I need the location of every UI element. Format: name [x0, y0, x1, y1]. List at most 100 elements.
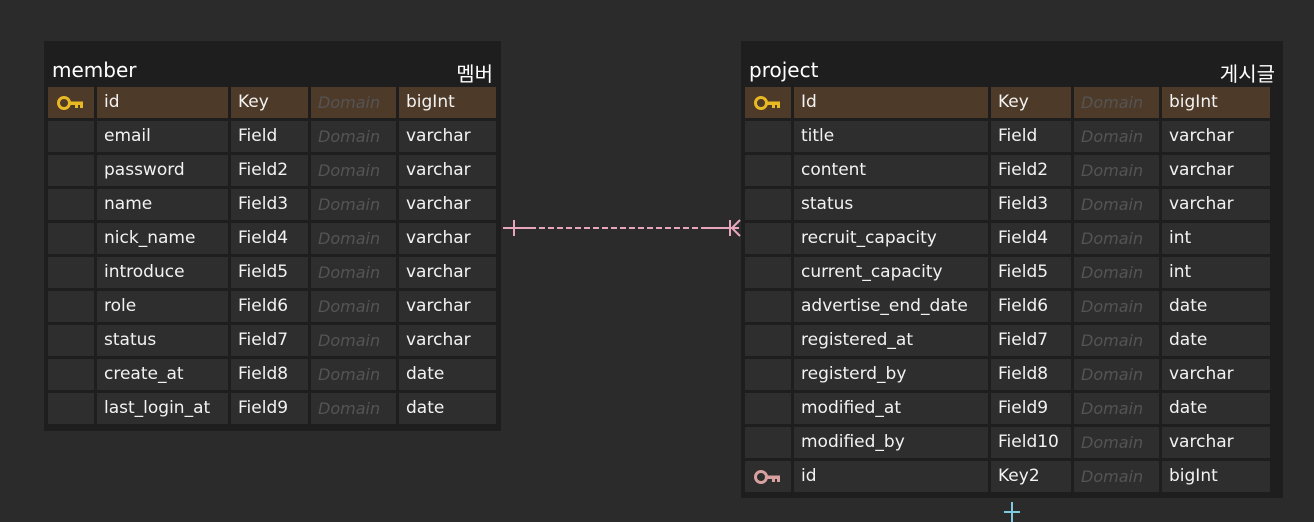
column-name: title — [794, 121, 988, 152]
column-domain: Domain — [311, 189, 396, 220]
entity-title: member — [52, 58, 137, 82]
column-domain: Domain — [311, 121, 396, 152]
key-indicator-cell — [48, 325, 94, 356]
column-domain: Domain — [1074, 393, 1159, 424]
column-key: Key2 — [991, 461, 1071, 492]
key-indicator-cell — [745, 155, 791, 186]
column-domain: Domain — [311, 393, 396, 424]
key-indicator-cell — [48, 291, 94, 322]
column-name: content — [794, 155, 988, 186]
column-domain: Domain — [1074, 291, 1159, 322]
foreign-key-icon — [753, 469, 783, 485]
column-name: advertise_end_date — [794, 291, 988, 322]
column-key: Field — [231, 121, 308, 152]
column-key: Field7 — [231, 325, 308, 356]
key-indicator-cell — [48, 223, 94, 254]
column-key: Field7 — [991, 325, 1071, 356]
column-type: int — [1162, 257, 1270, 288]
column-type: int — [1162, 223, 1270, 254]
key-indicator-cell — [745, 461, 791, 492]
column-name: email — [97, 121, 228, 152]
key-indicator-cell — [745, 393, 791, 424]
column-key: Field9 — [991, 393, 1071, 424]
column-key: Field10 — [991, 427, 1071, 458]
key-indicator-cell — [745, 427, 791, 458]
column-key: Field4 — [231, 223, 308, 254]
column-type: varchar — [1162, 427, 1270, 458]
column-domain: Domain — [311, 257, 396, 288]
column-type: bigInt — [1162, 87, 1270, 118]
column-type: varchar — [399, 121, 496, 152]
primary-key-icon — [56, 95, 86, 111]
column-key: Field2 — [231, 155, 308, 186]
key-indicator-cell — [48, 189, 94, 220]
column-key: Field2 — [991, 155, 1071, 186]
column-key: Field4 — [991, 223, 1071, 254]
column-key: Field6 — [231, 291, 308, 322]
key-indicator-cell — [745, 257, 791, 288]
column-type: bigInt — [1162, 461, 1270, 492]
key-indicator-cell — [48, 121, 94, 152]
key-indicator-cell — [745, 121, 791, 152]
column-domain: Domain — [311, 155, 396, 186]
column-name: role — [97, 291, 228, 322]
column-type: date — [1162, 291, 1270, 322]
column-domain: Domain — [311, 291, 396, 322]
column-type: varchar — [399, 257, 496, 288]
column-key: Key — [991, 87, 1071, 118]
column-type: varchar — [399, 291, 496, 322]
key-indicator-cell — [48, 257, 94, 288]
key-indicator-cell — [745, 359, 791, 390]
column-type: date — [1162, 393, 1270, 424]
column-name: Id — [794, 87, 988, 118]
column-name: name — [97, 189, 228, 220]
column-key: Field6 — [991, 291, 1071, 322]
column-name: status — [794, 189, 988, 220]
column-type: varchar — [1162, 359, 1270, 390]
column-name: current_capacity — [794, 257, 988, 288]
column-domain: Domain — [1074, 121, 1159, 152]
column-domain: Domain — [1074, 257, 1159, 288]
column-type: varchar — [399, 189, 496, 220]
column-domain: Domain — [1074, 461, 1159, 492]
column-type: date — [399, 359, 496, 390]
entity-logical-name: 게시글 — [1219, 62, 1275, 86]
column-domain: Domain — [1074, 189, 1159, 220]
column-domain: Domain — [1074, 359, 1159, 390]
column-type: bigInt — [399, 87, 496, 118]
column-type: varchar — [399, 223, 496, 254]
column-key: Field9 — [231, 393, 308, 424]
column-name: password — [97, 155, 228, 186]
column-key: Field8 — [991, 359, 1071, 390]
primary-key-icon — [753, 95, 783, 111]
column-name: status — [97, 325, 228, 356]
column-name: modified_by — [794, 427, 988, 458]
